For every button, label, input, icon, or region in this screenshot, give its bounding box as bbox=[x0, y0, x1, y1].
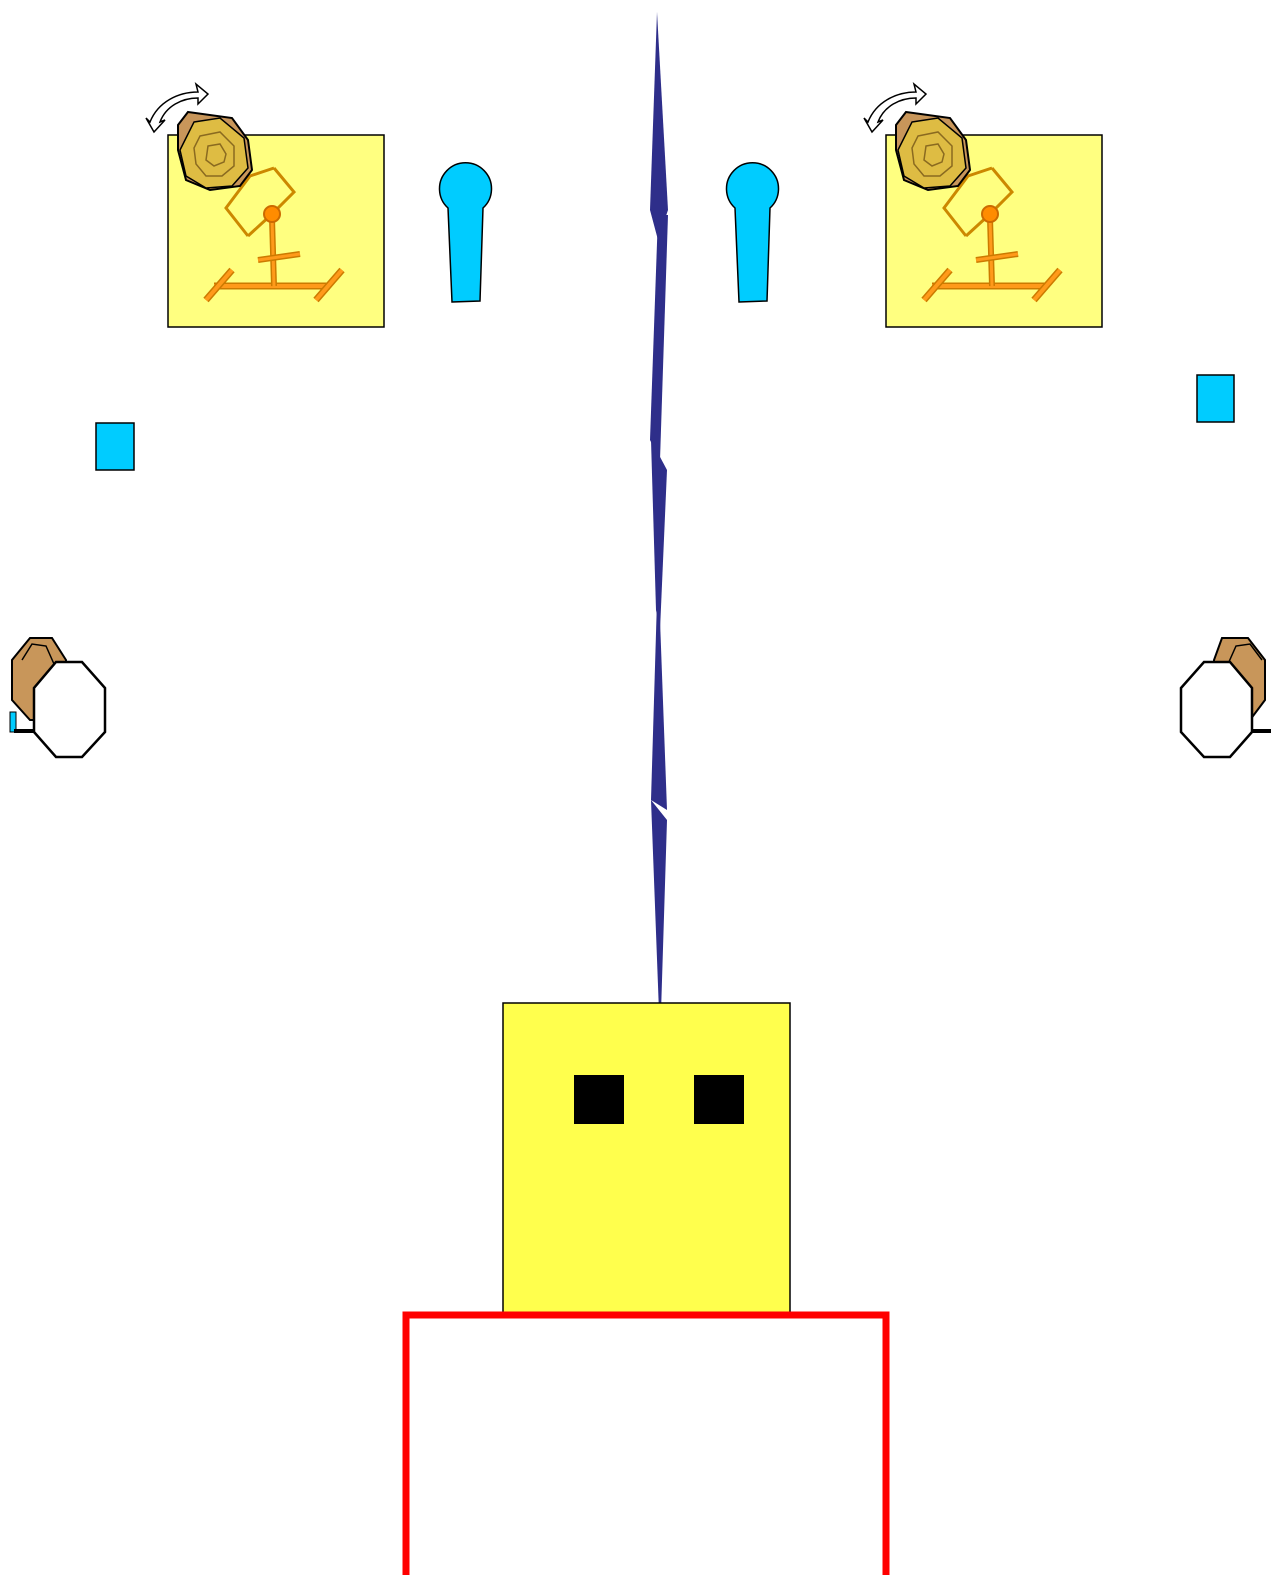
square-marker-left bbox=[96, 423, 134, 470]
center-divider-line bbox=[650, 12, 668, 1014]
microphone-icon-right bbox=[727, 163, 779, 302]
desk-block bbox=[503, 1003, 790, 1313]
lamp-head-left bbox=[178, 112, 252, 190]
lamp-head-right bbox=[896, 112, 970, 190]
octagon-light-icon-left bbox=[10, 638, 105, 757]
studio-light-right bbox=[864, 84, 1102, 327]
octagon-light-icon-right bbox=[1181, 638, 1271, 757]
square-marker-right bbox=[1197, 375, 1234, 422]
studio-light-left bbox=[146, 84, 384, 327]
microphone-icon-left bbox=[440, 163, 492, 302]
desk-marker-right bbox=[694, 1075, 744, 1124]
camera-frame bbox=[406, 1315, 886, 1575]
desk-marker-left bbox=[574, 1075, 624, 1124]
